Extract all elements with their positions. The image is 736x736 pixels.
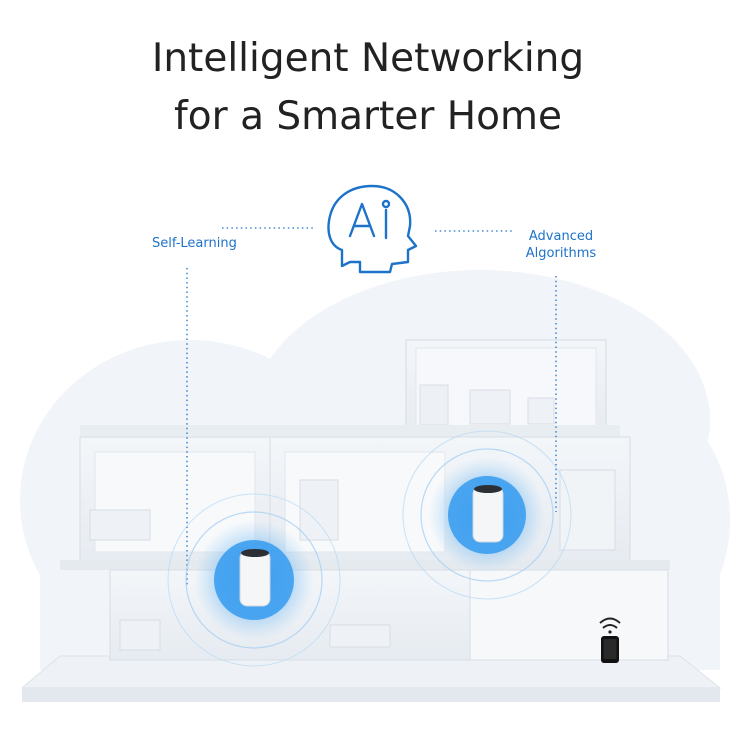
ground-floor [60, 560, 670, 661]
house-base [20, 655, 722, 702]
mesh-router-icon [239, 549, 271, 607]
mesh-router-icon [472, 485, 504, 543]
feature-advanced-algorithms: Advanced Algorithms [520, 228, 602, 262]
feature-self-learning: Self-Learning [152, 236, 237, 251]
connector-lines [186, 227, 557, 585]
headline: Intelligent Networking for a Smarter Hom… [0, 30, 736, 146]
headline-line-2: for a Smarter Home [174, 94, 562, 139]
feature-right-line-1: Advanced [528, 229, 594, 244]
upper-room [405, 339, 607, 439]
middle-floor [79, 425, 631, 568]
router-left [167, 493, 341, 667]
ai-head-icon [327, 184, 418, 274]
router-right [402, 430, 572, 600]
headline-line-1: Intelligent Networking [151, 36, 585, 81]
smartphone-wifi-icon [599, 617, 621, 663]
feature-right-line-2: Algorithms [525, 246, 597, 261]
